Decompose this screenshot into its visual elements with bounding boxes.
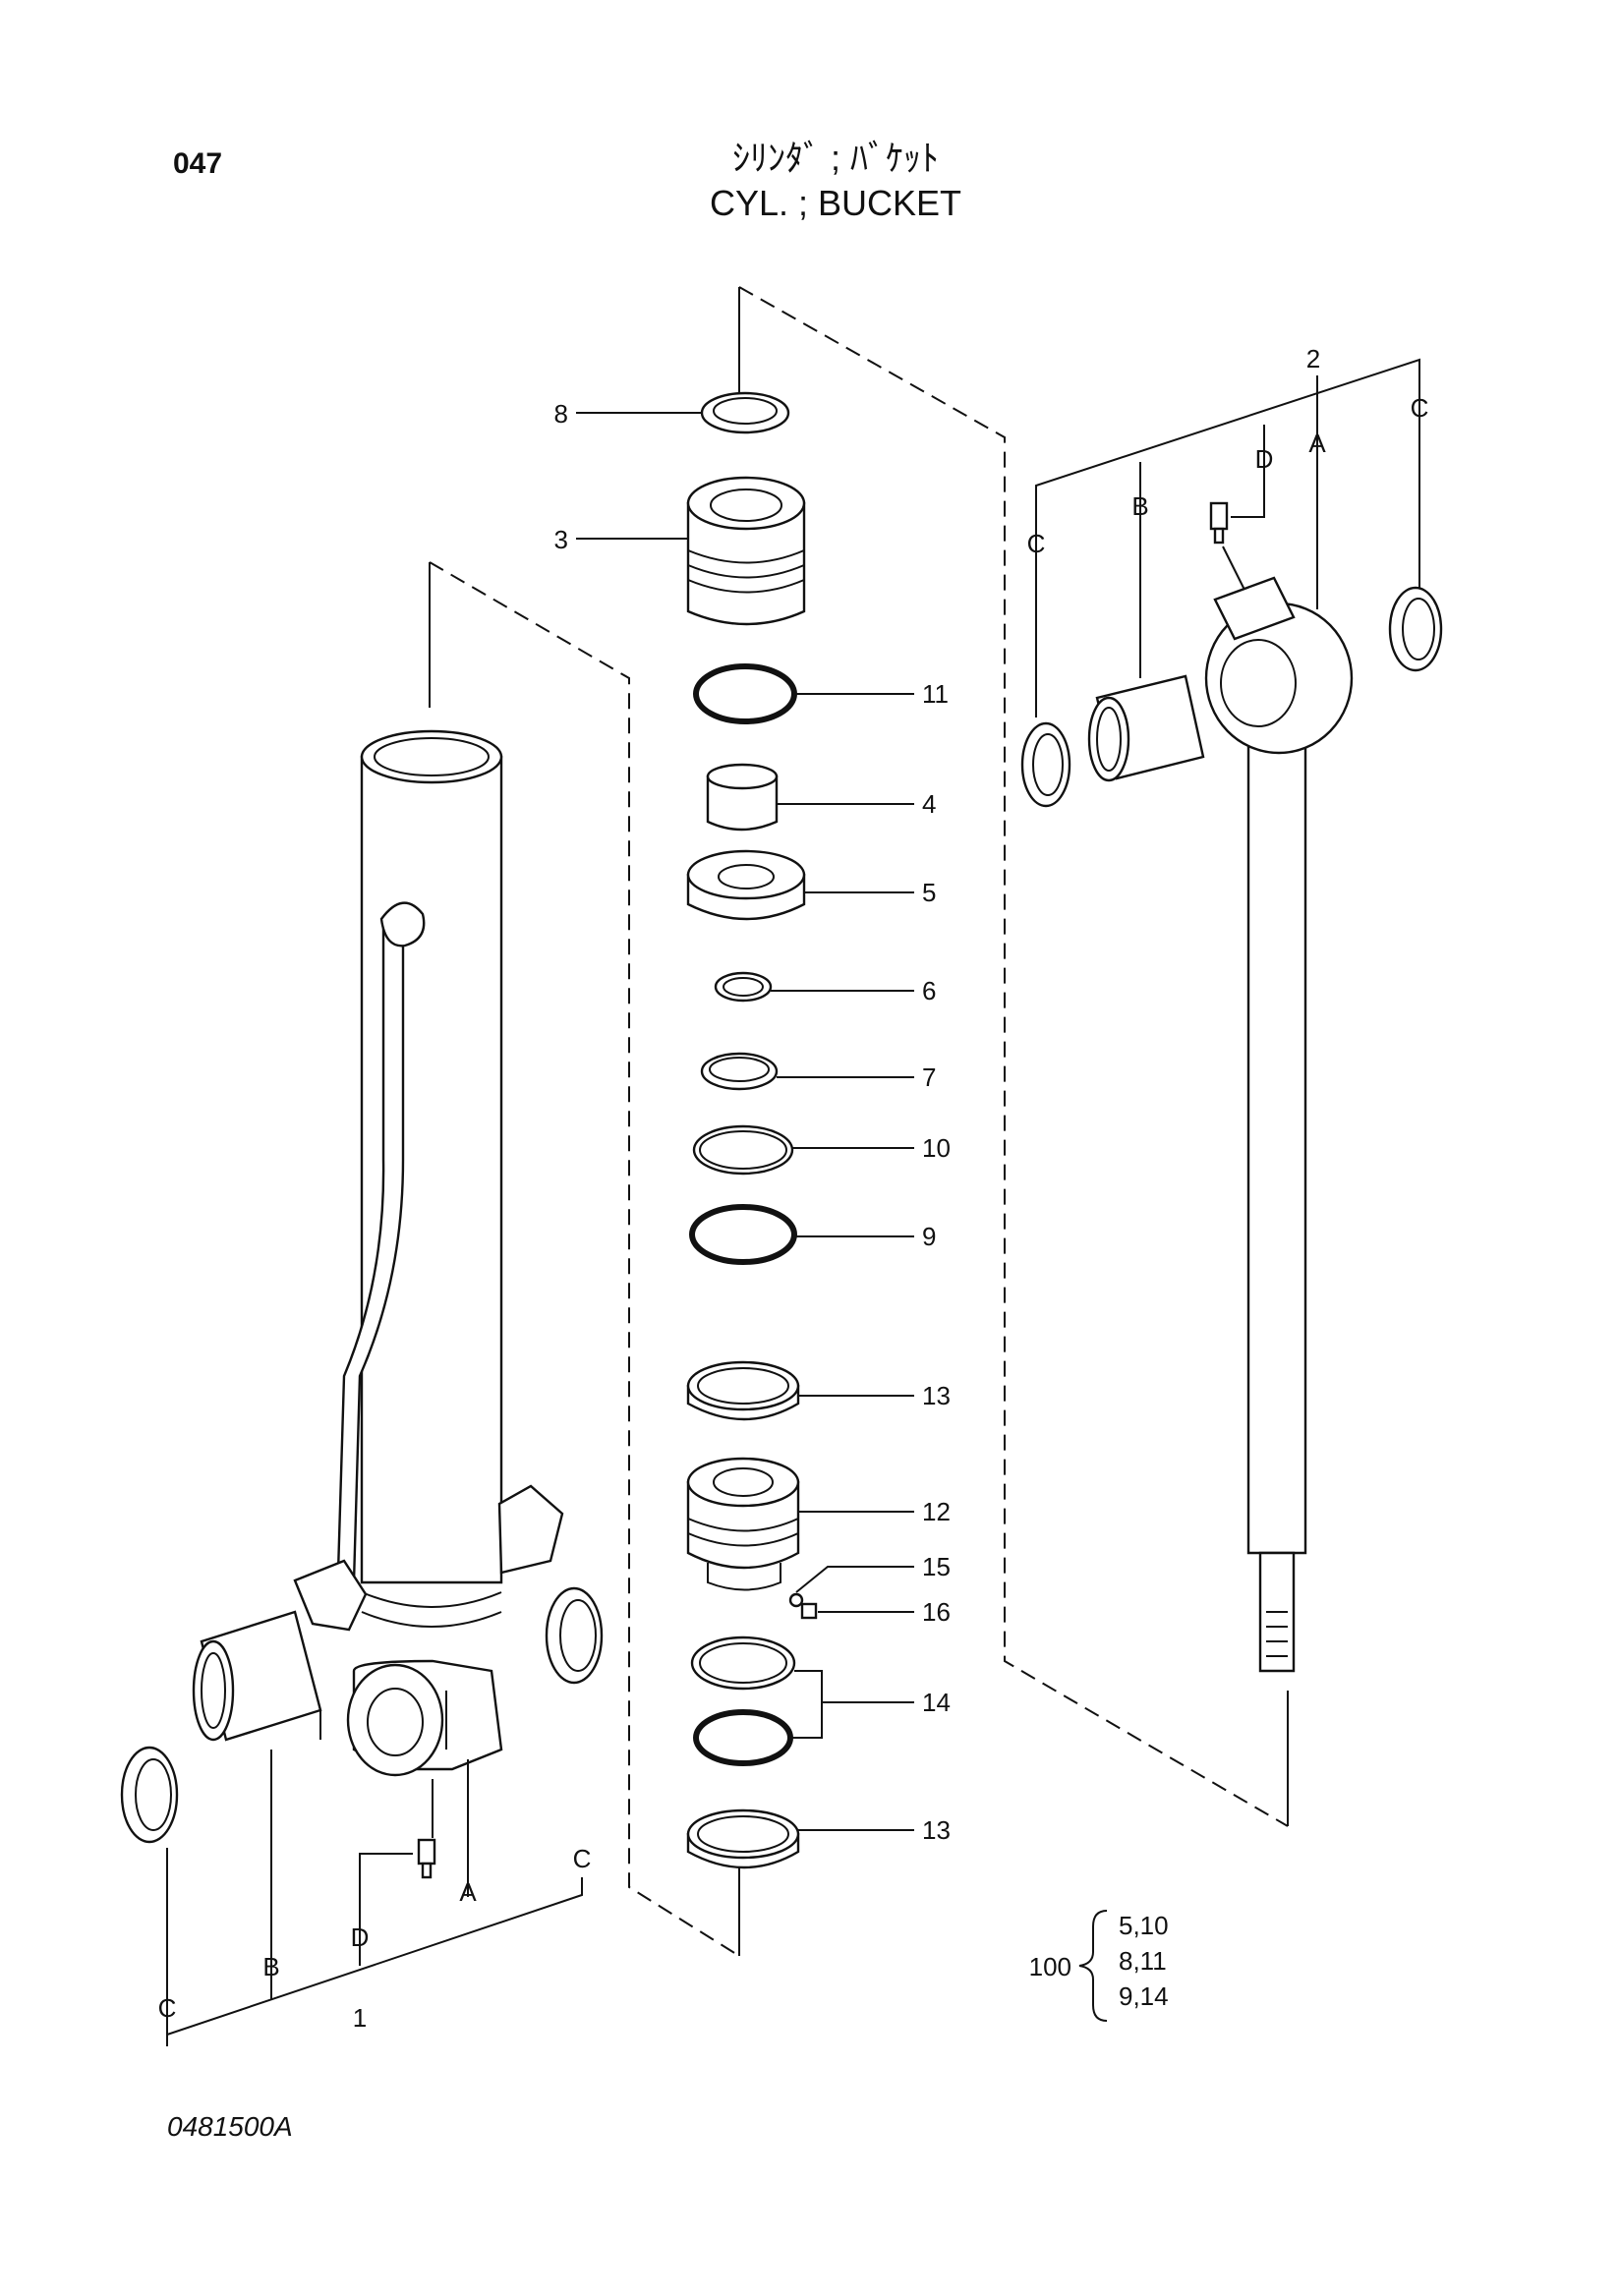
letter-c-left: C <box>158 1993 177 2023</box>
part-4-bushing <box>706 763 914 832</box>
title-english: CYL. ; BUCKET <box>709 183 962 223</box>
part-9-o-ring <box>689 1204 797 1265</box>
center-boundary <box>738 286 1289 1827</box>
right-dust-seal-lower <box>545 1586 604 1685</box>
drawing-code: 0481500A <box>167 2111 293 2142</box>
leader-d-right <box>1231 425 1265 518</box>
left-boundary <box>429 561 740 1957</box>
label-part-14: 14 <box>922 1688 951 1717</box>
part-13-wear-ring-lower <box>686 1808 914 1869</box>
rod-bushing <box>1087 674 1205 782</box>
label-part-6: 6 <box>922 976 936 1005</box>
label-part-3: 3 <box>554 525 568 554</box>
label-part-7: 7 <box>922 1062 936 1092</box>
kit-line-2: 8,11 <box>1119 1946 1167 1976</box>
label-part-5: 5 <box>922 878 936 907</box>
label-part-4: 4 <box>922 789 936 819</box>
page-number: 047 <box>173 147 223 180</box>
label-part-12: 12 <box>922 1497 951 1526</box>
label-part-11: 11 <box>922 679 949 709</box>
kit-line-1: 5,10 <box>1119 1911 1169 1940</box>
label-part-2: 2 <box>1306 344 1320 373</box>
leader-d-left <box>359 1853 413 1966</box>
label-part-10: 10 <box>922 1133 951 1163</box>
part-12-piston <box>686 1457 914 1591</box>
label-part-9: 9 <box>922 1222 936 1251</box>
kit-line-3: 9,14 <box>1119 1981 1169 2011</box>
label-part-8: 8 <box>554 399 568 429</box>
left-bracket-line <box>166 1877 583 2046</box>
title-japanese: ｼﾘﾝﾀﾞ ; ﾊﾞｹｯﾄ <box>731 138 939 178</box>
part-15-steel-ball <box>788 1566 914 1608</box>
letter-d-right: D <box>1255 444 1274 474</box>
part-7-snap-ring <box>700 1052 914 1091</box>
cylinder-tube <box>293 729 564 1777</box>
label-part-13-upper: 13 <box>922 1381 951 1410</box>
label-part-1: 1 <box>353 2003 367 2033</box>
part-11-o-ring <box>693 663 797 724</box>
part-14-seal-set <box>690 1636 914 1766</box>
kit-brace <box>1078 1910 1108 2022</box>
left-dust-seal <box>120 1746 179 1844</box>
piston-rod <box>1204 576 1354 1673</box>
letter-c-left-right: C <box>573 1844 592 1873</box>
kit-number: 100 <box>1029 1952 1071 1981</box>
part-16-set-screw <box>800 1602 914 1620</box>
rod-dust-seal-right <box>1388 586 1443 672</box>
letter-c-right: C <box>1411 393 1429 423</box>
letter-c-right-left: C <box>1027 529 1046 558</box>
grease-nipple-upper <box>1209 501 1229 545</box>
label-part-16: 16 <box>922 1597 951 1627</box>
nipple-leader-upper <box>1222 545 1245 591</box>
letter-b-left: B <box>262 1952 279 1981</box>
part-13-wear-ring-upper <box>686 1360 914 1421</box>
letter-a-left: A <box>459 1877 477 1907</box>
label-part-13-lower: 13 <box>922 1815 951 1845</box>
left-pin-bushing <box>192 1610 322 1742</box>
part-8-wiper-ring <box>576 391 790 434</box>
grease-nipple-lower <box>417 1838 436 1879</box>
label-part-15: 15 <box>922 1552 951 1581</box>
part-5-seal <box>686 849 914 921</box>
part-10-backup-ring <box>692 1124 914 1176</box>
part-6-ring <box>714 971 914 1003</box>
letter-a-right: A <box>1308 429 1326 458</box>
part-3-gland-head <box>576 476 806 626</box>
rod-dust-seal-left <box>1020 721 1071 808</box>
right-bracket-line <box>1035 358 1420 493</box>
letter-b-right: B <box>1131 491 1148 521</box>
letter-d-left: D <box>351 1923 370 1952</box>
